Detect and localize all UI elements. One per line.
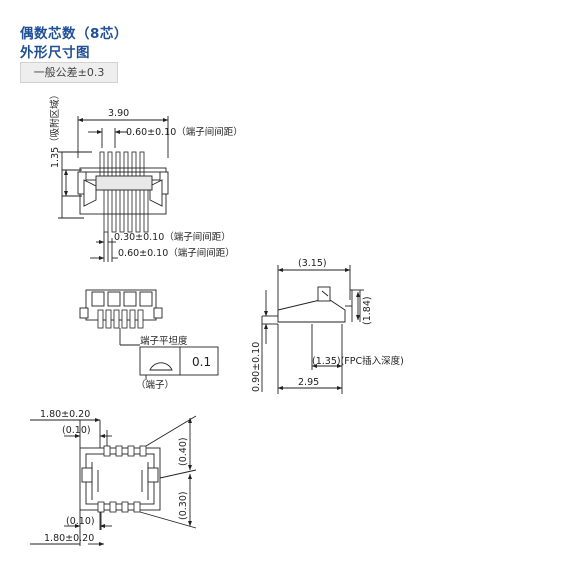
suction-area-dim: 1.35（吸附区域） bbox=[49, 90, 61, 168]
general-tolerance-badge: 一般公差±0.3 bbox=[20, 62, 118, 83]
bottom-top-small-dim: (0.10) bbox=[62, 425, 91, 436]
page-title: 偶数芯数（8芯） bbox=[20, 26, 128, 42]
bottom-small-dim: (0.10) bbox=[66, 516, 95, 527]
flatness-symbol bbox=[139, 346, 219, 380]
bottom-top-offset-dim: 1.80±0.20 bbox=[40, 409, 90, 420]
top-view bbox=[58, 116, 169, 262]
side-total-length-dim: 2.95 bbox=[298, 377, 319, 388]
front-view bbox=[79, 289, 163, 346]
profile-height-dim: 0.90±0.10 bbox=[251, 342, 262, 392]
page-subtitle: 外形尺寸图 bbox=[20, 45, 90, 61]
side-length-dim: (3.15) bbox=[298, 258, 327, 269]
side-view bbox=[261, 265, 364, 394]
terminal-width-dim: 0.30±0.10（端子间间距） bbox=[114, 231, 231, 243]
side-height-dim: (1.84) bbox=[362, 296, 373, 325]
flatness-note: （端子） bbox=[136, 379, 174, 391]
flatness-label: 端子平坦度 bbox=[140, 335, 188, 347]
top-pitch-dim: 0.60±0.10（端子间间距） bbox=[126, 126, 243, 138]
bottom-view bbox=[30, 415, 197, 547]
fpc-depth-dim: (1.35)(FPC插入深度) bbox=[312, 355, 404, 367]
bottom-offset-dim: 1.80±0.20 bbox=[44, 533, 94, 544]
bottom-right-bottom-dim: (0.30) bbox=[178, 491, 189, 520]
bottom-pitch-dim: 0.60±0.10（端子间间距） bbox=[118, 247, 235, 259]
flatness-value: 0.1 bbox=[192, 355, 211, 369]
bottom-right-top-dim: (0.40) bbox=[178, 437, 189, 466]
top-width-dim: 3.90 bbox=[108, 108, 129, 119]
